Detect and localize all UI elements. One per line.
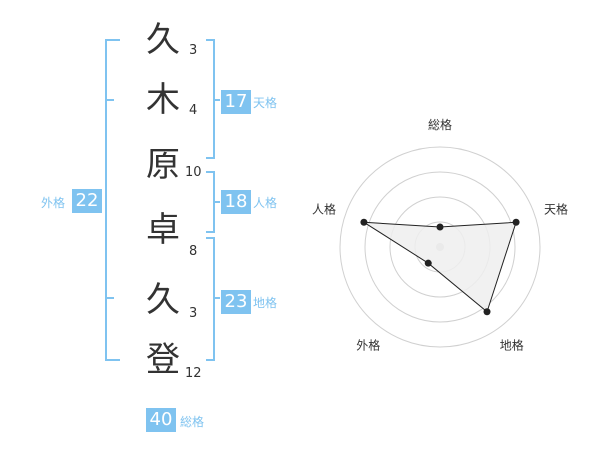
radar-axis-label-4: 外格: [356, 338, 380, 353]
radar-polygon: [363, 221, 517, 313]
stroke-count-6: 12: [185, 366, 202, 381]
radar-point-2: [512, 218, 520, 226]
radar-point-5: [360, 218, 368, 226]
stroke-count-1: 3: [189, 43, 198, 58]
radar-point-1: [436, 223, 444, 231]
radar-point-4: [424, 259, 432, 267]
chikaku-label: 地格: [253, 296, 278, 310]
soukaku-value: 40: [146, 408, 176, 432]
name-char-2: 木: [146, 80, 180, 120]
tenkaku-label: 天格: [253, 96, 278, 110]
radar-axis-label-3: 地格: [500, 338, 524, 353]
soukaku-label: 総格: [180, 415, 205, 429]
name-char-5: 久: [146, 280, 180, 320]
tenkaku-value: 17: [221, 90, 251, 114]
gaikaku-label: 外格: [41, 196, 66, 210]
name-char-3: 原: [146, 145, 180, 185]
radar-axis-label-5: 人格: [312, 201, 336, 216]
stroke-count-2: 4: [189, 103, 198, 118]
stroke-count-5: 3: [189, 306, 198, 321]
radar-point-3: [483, 308, 491, 316]
gaikaku-value: 22: [72, 189, 102, 213]
radar-ring-3: [364, 171, 516, 323]
stroke-count-4: 8: [189, 244, 198, 259]
name-char-6: 登: [146, 340, 180, 380]
name-char-4: 卓: [146, 210, 180, 250]
jinkaku-label: 人格: [253, 196, 278, 210]
radar-axis-label-1: 総格: [428, 117, 452, 132]
radar-ring-4: [339, 146, 541, 348]
chikaku-value: 23: [221, 290, 251, 314]
radar-axis-label-2: 天格: [544, 201, 568, 216]
stroke-count-3: 10: [185, 165, 202, 180]
name-char-1: 久: [146, 20, 180, 60]
jinkaku-value: 18: [221, 190, 251, 214]
